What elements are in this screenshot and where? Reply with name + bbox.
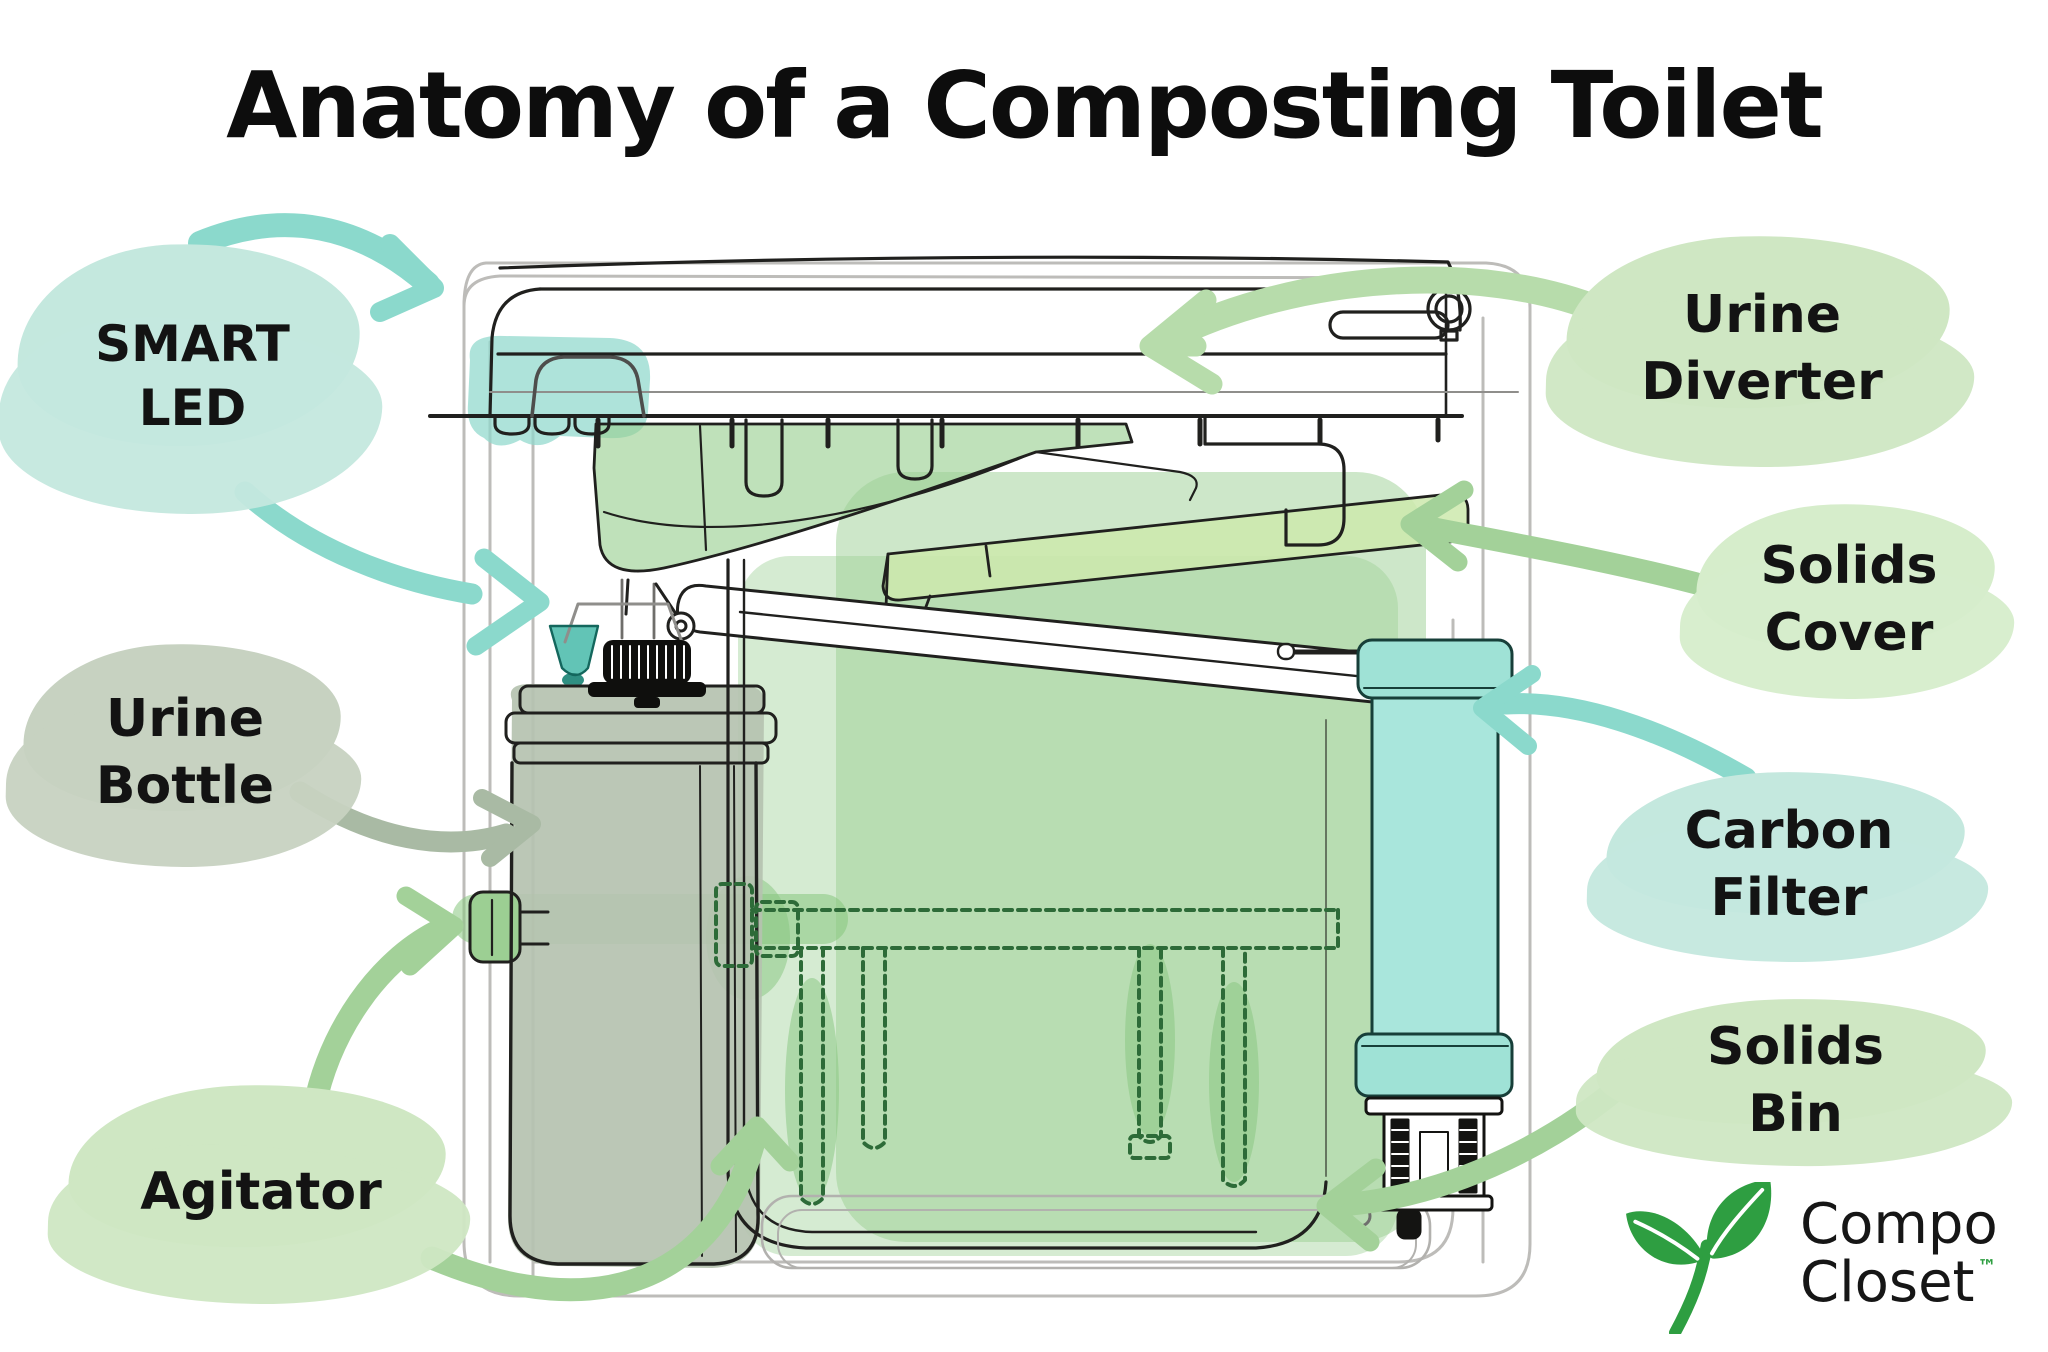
label-urine-bottle-line1: Urine	[106, 689, 264, 750]
label-smart-led-line2: LED	[138, 379, 247, 437]
urine-diverter-arrow	[1139, 266, 1614, 395]
carbon-filter-arrow	[1473, 665, 1757, 789]
label-agitator-line1: Agitator	[140, 1161, 382, 1222]
label-urine-diverter-line1: Urine	[1683, 285, 1841, 346]
urine-bottle-highlight	[508, 684, 765, 1268]
leaf-icon	[1626, 1182, 1772, 1334]
label-urine-diverter: Urine Diverter	[1558, 226, 1966, 472]
trademark-symbol: ™	[1977, 1256, 1997, 1279]
label-urine-bottle: Urine Bottle	[16, 634, 354, 872]
agitator-handle	[468, 890, 550, 964]
label-solids-cover-line1: Solids	[1760, 536, 1938, 597]
agitator-handle-highlight	[470, 892, 520, 962]
label-carbon-filter-line1: Carbon	[1684, 801, 1894, 862]
solids-cover-arrow	[1400, 480, 1717, 597]
label-urine-bottle-line2: Bottle	[95, 756, 275, 816]
label-solids-bin-line1: Solids	[1707, 1017, 1884, 1078]
label-solids-cover-line2: Cover	[1764, 603, 1934, 663]
label-solids-bin: Solids Bin	[1588, 992, 2003, 1170]
urine-bottle-part	[504, 602, 778, 1266]
label-solids-bin-line2: Bin	[1748, 1084, 1843, 1144]
label-smart-led: SMART LED	[10, 232, 375, 520]
page-title: Anatomy of a Composting Toilet	[226, 52, 1824, 159]
solids-cover-highlight	[883, 493, 1468, 601]
agitator-bin-arrow	[420, 1116, 800, 1302]
label-smart-led-line1: SMART	[95, 315, 290, 373]
logo-text: Compo Closet ™	[1800, 1182, 1998, 1312]
carbon-filter-part	[1276, 638, 1514, 1098]
label-urine-diverter-line2: Diverter	[1641, 352, 1883, 412]
label-carbon-filter-line2: Filter	[1710, 868, 1868, 928]
logo-name-line1: Compo	[1800, 1192, 1998, 1257]
label-agitator: Agitator	[60, 1076, 462, 1308]
label-solids-cover: Solids Cover	[1690, 496, 2008, 704]
compocloset-logo: Compo Closet ™	[1622, 1182, 1998, 1334]
smart-led-highlight	[467, 335, 651, 446]
label-carbon-filter: Carbon Filter	[1598, 764, 1980, 966]
urine-diverter-funnel	[592, 422, 1198, 640]
led-sensor-highlight	[550, 626, 598, 675]
part-highlights	[452, 335, 1468, 1268]
agitator-part	[714, 882, 1340, 1206]
logo-name-line2: Closet	[1800, 1250, 1975, 1316]
